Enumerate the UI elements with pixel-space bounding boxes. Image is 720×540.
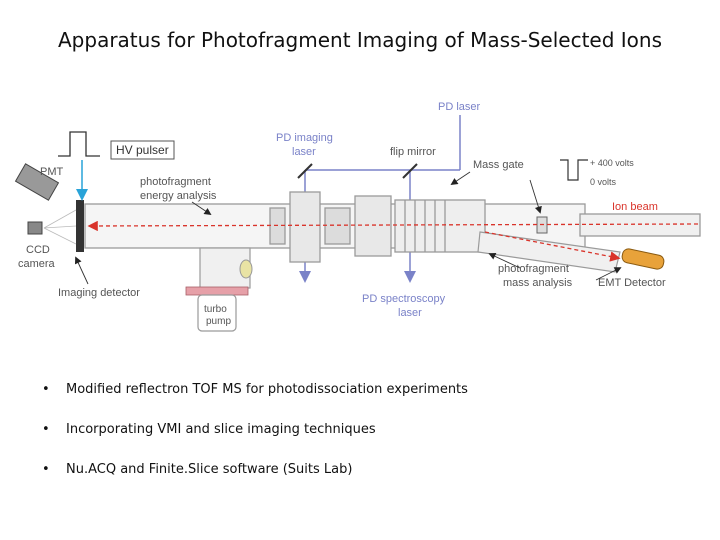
bullet-text-1: Modified reflectron TOF MS for photodiss…: [66, 382, 468, 397]
mass-gate-pulse-icon: [560, 159, 588, 181]
label-zero-volts: 0 volts: [590, 177, 617, 187]
label-hv-pulser: HV pulser: [116, 143, 169, 157]
label-pd-spectroscopy-2: laser: [398, 307, 422, 319]
valve: [239, 259, 253, 279]
bullet-item: • Modified reflectron TOF MS for photodi…: [42, 382, 468, 397]
light-rays: [43, 209, 77, 245]
label-pd-imaging-laser-2: laser: [292, 146, 316, 158]
bullet-text-3: Nu.ACQ and Finite.Slice software (Suits …: [66, 462, 353, 477]
flip-mirror: [402, 163, 418, 179]
label-ion-beam: Ion beam: [612, 201, 658, 213]
label-mass-gate: Mass gate: [473, 159, 524, 171]
bullet-item: • Incorporating VMI and slice imaging te…: [42, 422, 376, 437]
label-pd-imaging-laser-1: PD imaging: [276, 132, 333, 144]
turbo-pump: [197, 294, 237, 332]
flight-tube: [84, 191, 701, 263]
label-pd-laser: PD laser: [438, 101, 481, 113]
emt-detector: [621, 248, 665, 270]
ccd-camera: [27, 221, 43, 235]
leader-lines: [74, 171, 622, 285]
bullet-text-2: Incorporating VMI and slice imaging tech…: [66, 422, 376, 437]
label-emt-detector: EMT Detector: [598, 277, 666, 289]
ion-beam: [87, 220, 699, 262]
pump-tee: [185, 247, 253, 332]
bullet-item: • Nu.ACQ and Finite.Slice software (Suit…: [42, 462, 353, 477]
label-pd-spectroscopy-1: PD spectroscopy: [362, 293, 446, 305]
label-plus-400-volts: + 400 volts: [590, 158, 634, 168]
bullet-list: • Modified reflectron TOF MS for photodi…: [42, 382, 468, 502]
label-pump: pump: [206, 316, 231, 327]
label-photofragment-mass-1: photofragment: [498, 263, 569, 275]
label-photofragment-energy-2: energy analysis: [140, 190, 217, 202]
imaging-detector-plate: [76, 200, 84, 252]
mirror-left: [297, 163, 313, 179]
slide-title: Apparatus for Photofragment Imaging of M…: [58, 28, 662, 52]
label-photofragment-mass-2: mass analysis: [503, 277, 573, 289]
pmt: [14, 163, 60, 201]
label-flip-mirror: flip mirror: [390, 146, 436, 158]
label-pmt: PMT: [40, 166, 64, 178]
label-imaging-detector: Imaging detector: [58, 287, 140, 299]
label-ccd-1: CCD: [26, 244, 50, 256]
label-turbo: turbo: [204, 304, 227, 315]
hv-pulse-icon: [58, 131, 100, 157]
label-ccd-2: camera: [18, 258, 56, 270]
label-photofragment-energy-1: photofragment: [140, 176, 211, 188]
